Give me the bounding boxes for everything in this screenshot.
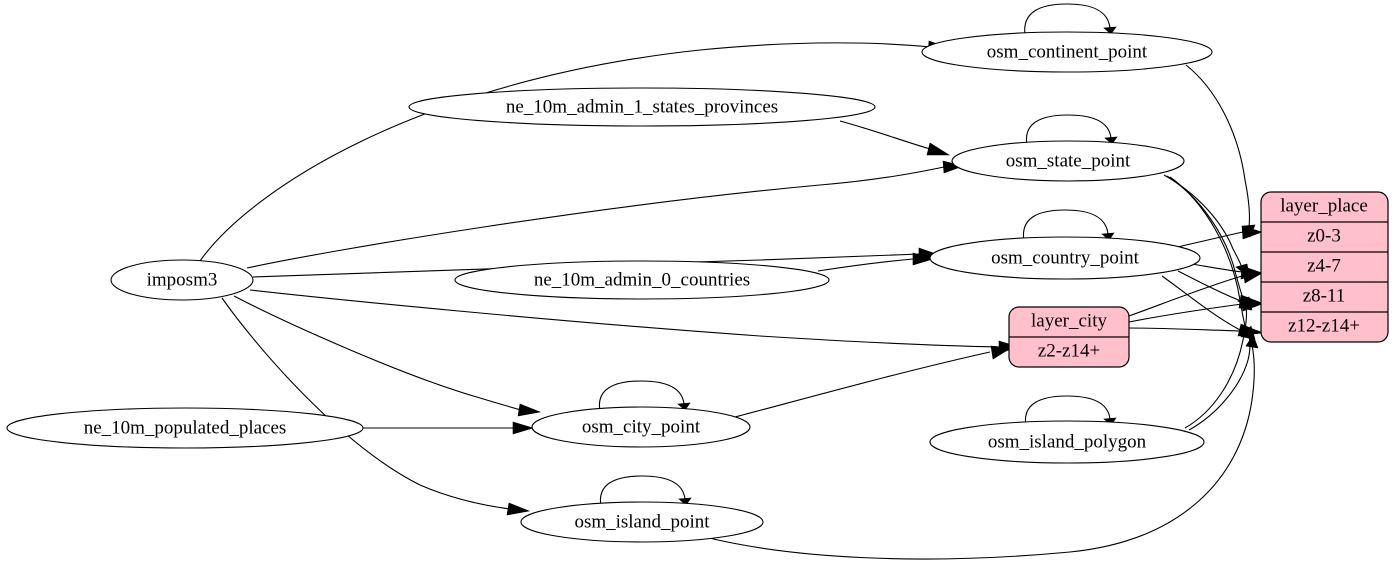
node-layer: imposm3 ne_10m_admin_1_states_provinces …	[6, 31, 1213, 543]
node-osm-island-polygon-label: osm_island_polygon	[988, 431, 1147, 452]
node-imposm3[interactable]: imposm3	[110, 259, 254, 301]
node-osm-state-point[interactable]: osm_state_point	[951, 140, 1185, 182]
layer-place-header-label: layer_place	[1280, 195, 1368, 216]
node-osm-island-point[interactable]: osm_island_point	[520, 501, 764, 543]
edge-layer-city-to-layer-place-z4-7	[1128, 269, 1263, 317]
node-ne-countries-label: ne_10m_admin_0_countries	[534, 269, 750, 290]
node-ne-10m-admin-0-countries[interactable]: ne_10m_admin_0_countries	[454, 260, 830, 300]
node-osm-country-point[interactable]: osm_country_point	[929, 236, 1201, 280]
layer-place-row-z0-3-label: z0-3	[1307, 225, 1341, 246]
node-imposm3-label: imposm3	[147, 269, 218, 290]
edge-osm-country-point-to-layer-place-z0-3	[1176, 225, 1263, 248]
node-osm-island-point-label: osm_island_point	[574, 511, 710, 532]
layer-city-row-z2-z14-label: z2-z14+	[1038, 340, 1100, 361]
layer-place-row-z8-11-label: z8-11	[1303, 285, 1346, 306]
node-osm-country-point-label: osm_country_point	[991, 247, 1139, 268]
edge-osm-island-polygon-to-layer-place-z8-11	[1184, 296, 1253, 429]
edge-imposm3-to-osm-island-point	[221, 297, 531, 516]
edge-self-loop-osm-country-point	[1022, 209, 1115, 242]
record-node-layer-place[interactable]: layer_place z0-3 z4-7 z8-11 z12-z14+	[1260, 191, 1389, 343]
edge-osm-island-polygon-to-layer-place-z12	[1188, 325, 1256, 431]
node-osm-city-point[interactable]: osm_city_point	[531, 406, 751, 448]
layer-place-row-z12-z14-label: z12-z14+	[1288, 315, 1360, 336]
edge-imposm3-to-osm-continent-point	[199, 40, 950, 262]
node-ne-10m-populated-places[interactable]: ne_10m_populated_places	[6, 407, 364, 449]
edge-self-loop-osm-island-point	[599, 475, 692, 507]
node-ne-states-label: ne_10m_admin_1_states_provinces	[506, 96, 778, 117]
edge-ne-countries-to-osm-country-point	[817, 252, 935, 272]
edge-imposm3-to-osm-state-point	[246, 160, 965, 269]
node-osm-continent-point[interactable]: osm_continent_point	[921, 31, 1213, 73]
edge-layer	[199, 3, 1264, 560]
edge-osm-state-point-to-layer-place-z8-11	[1166, 175, 1251, 311]
node-ne-populated-label: ne_10m_populated_places	[84, 417, 287, 438]
edge-ne-states-to-osm-state-point	[839, 120, 951, 156]
node-osm-continent-point-label: osm_continent_point	[987, 41, 1148, 62]
edge-osm-island-point-to-layer-place-z12	[704, 334, 1259, 560]
node-ne-10m-admin-1-states-provinces[interactable]: ne_10m_admin_1_states_provinces	[408, 87, 876, 127]
layer-city-header-label: layer_city	[1031, 310, 1107, 331]
edge-self-loop-osm-city-point	[598, 380, 691, 412]
node-osm-state-point-label: osm_state_point	[1006, 150, 1131, 171]
edge-self-loop-osm-state-point	[1025, 114, 1118, 146]
layer-place-row-z4-7-label: z4-7	[1307, 255, 1341, 276]
node-osm-city-point-label: osm_city_point	[582, 416, 701, 437]
edge-imposm3-to-osm-city-point	[233, 295, 542, 417]
edge-self-loop-osm-continent-point	[1024, 3, 1117, 36]
edge-ne-populated-to-osm-city-point	[363, 421, 535, 435]
record-node-layer-city[interactable]: layer_city z2-z14+	[1008, 306, 1130, 368]
edge-osm-continent-point-to-layer-place-z0-3	[1185, 64, 1256, 238]
edge-layer-city-to-layer-place-z12	[1128, 324, 1263, 338]
node-osm-island-polygon[interactable]: osm_island_polygon	[929, 420, 1205, 464]
edge-osm-city-point-to-layer-city	[734, 345, 1012, 418]
